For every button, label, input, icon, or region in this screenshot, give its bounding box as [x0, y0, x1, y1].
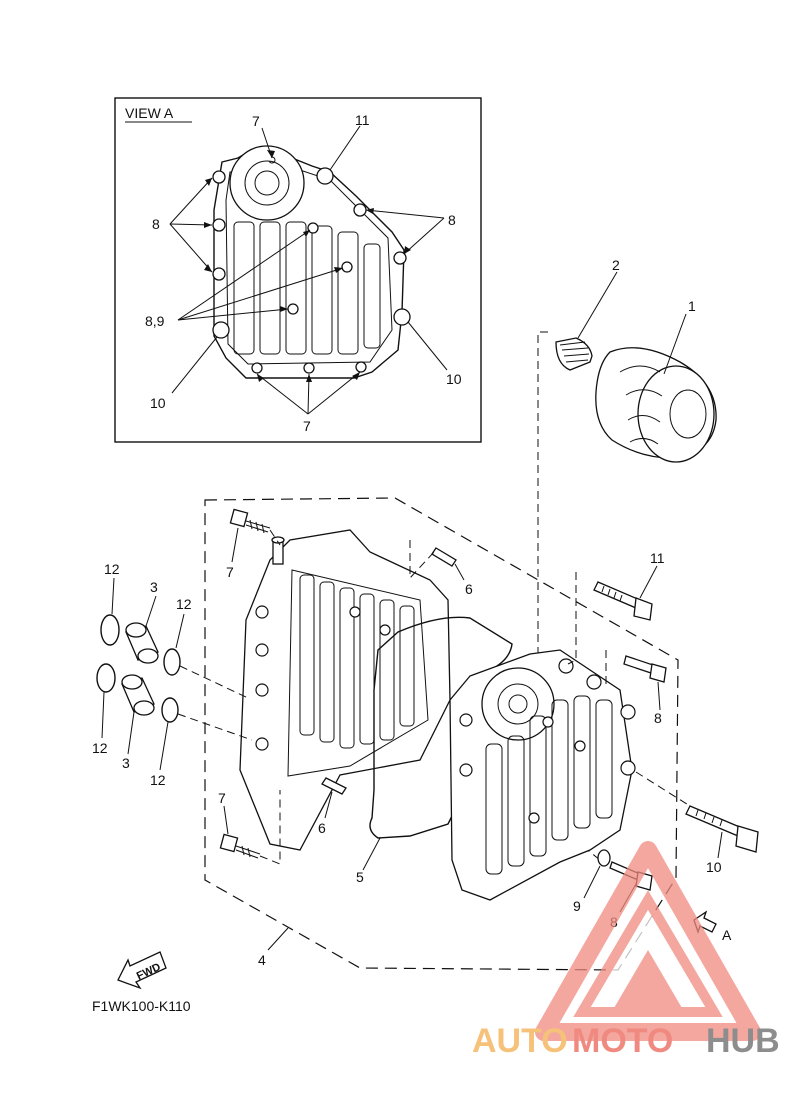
bolt-8-mid — [623, 655, 667, 683]
view-a-label-8-left: 8 — [152, 216, 160, 232]
watermark-auto: AUTO — [472, 1022, 568, 1060]
callout-2: 2 — [612, 257, 620, 273]
view-a-label-8-right: 8 — [448, 212, 456, 228]
view-a-label-7-bottom: 7 — [303, 418, 311, 434]
automotohub-watermark: AUTO MOTO HUB — [472, 841, 780, 1060]
callout-12-d: 12 — [150, 772, 166, 788]
callout-7-top: 7 — [226, 564, 234, 580]
callout-1: 1 — [688, 298, 696, 314]
callout-6-top: 6 — [465, 581, 473, 597]
front-cover — [449, 649, 636, 901]
view-a-inset: VIEW A — [114, 97, 482, 443]
view-a-label-11: 11 — [355, 112, 370, 128]
bolt-10 — [685, 805, 759, 853]
dowel-pin-6-top — [431, 547, 457, 567]
callout-4: 4 — [258, 952, 266, 968]
callout-12-b: 12 — [176, 596, 192, 612]
view-a-frame — [114, 97, 482, 443]
view-a-label-7-top: 7 — [252, 113, 260, 129]
callout-5: 5 — [356, 869, 364, 885]
view-a-label-8-9: 8,9 — [145, 313, 165, 329]
callout-12-a: 12 — [104, 561, 120, 577]
callout-11: 11 — [650, 550, 665, 566]
bolt-7-top — [229, 508, 271, 534]
callout-8-mid: 8 — [654, 710, 662, 726]
view-a-label-10-right: 10 — [446, 371, 462, 387]
o-ring-12-b — [163, 648, 181, 676]
watermark-hub: HUB — [706, 1022, 780, 1060]
o-ring-12-d — [161, 697, 179, 723]
watermark-moto: MOTO — [572, 1022, 673, 1060]
callout-3-top: 3 — [150, 579, 158, 595]
bolt-7-bottom — [219, 833, 261, 859]
callout-10: 10 — [706, 859, 722, 875]
callout-9: 9 — [573, 898, 581, 914]
oil-filter-stud — [555, 337, 593, 371]
watermark-triangle-logo — [535, 841, 761, 1041]
callout-12-c: 12 — [92, 740, 108, 756]
callout-3-bottom: 3 — [122, 755, 130, 771]
washer-9 — [597, 849, 611, 867]
collar-3-bottom — [121, 674, 155, 716]
collar-3-top — [125, 622, 159, 664]
oil-filter — [595, 347, 717, 463]
view-a-title: VIEW A — [125, 105, 174, 121]
dowel-pin-6-bottom — [321, 777, 347, 795]
o-ring-12-c — [96, 663, 116, 693]
callout-a: A — [722, 927, 732, 943]
callout-6-bottom: 6 — [318, 820, 326, 836]
diagram-code: F1WK100-K110 — [92, 998, 191, 1014]
view-a-label-10-left: 10 — [150, 395, 166, 411]
bolt-11 — [593, 581, 653, 621]
callout-7-bottom: 7 — [218, 790, 226, 806]
fwd-arrow: FWD — [117, 951, 167, 990]
cylinder-body-rear — [239, 529, 451, 851]
o-ring-12-a — [100, 614, 120, 646]
